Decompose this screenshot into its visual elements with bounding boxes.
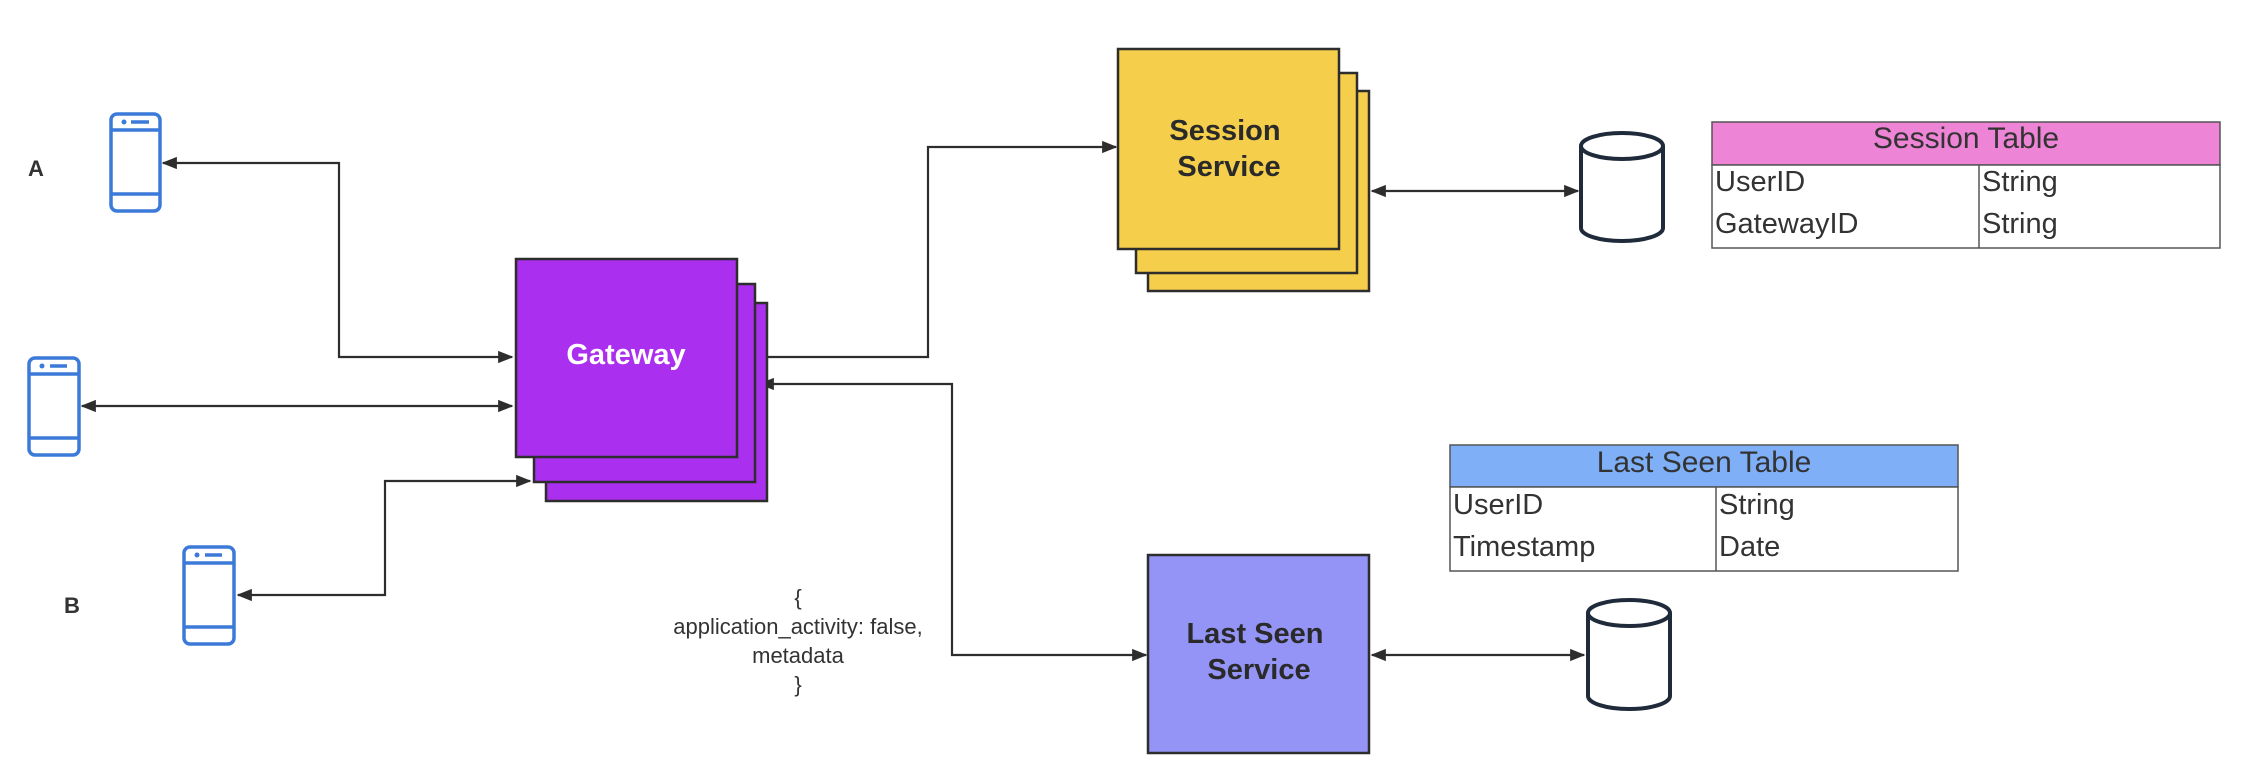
phone-icon xyxy=(109,112,162,213)
session-table-type: String xyxy=(1982,166,2058,198)
payload-note: { application_activity: false, metadata … xyxy=(673,585,922,697)
payload-note-line1: { xyxy=(794,585,801,610)
last-seen-table-type: String xyxy=(1719,489,1795,521)
connectors xyxy=(80,140,1586,662)
session-table-title: Session Table xyxy=(1873,122,2059,155)
last-seen-table-field: UserID xyxy=(1453,489,1543,521)
connector-gateway-phone-b xyxy=(236,474,532,602)
phone-b xyxy=(182,545,236,646)
last-seen-service-title-line2: Service xyxy=(1207,654,1310,686)
last-seen-service-node xyxy=(1146,553,1371,755)
session-table-type: String xyxy=(1982,208,2058,240)
session-service-title-line1: Session xyxy=(1169,115,1280,147)
payload-note-line4: } xyxy=(794,672,801,697)
phone-a xyxy=(109,112,162,213)
session-db xyxy=(1579,131,1665,243)
last-seen-service-title-line1: Last Seen xyxy=(1186,618,1323,650)
client-a-label: A xyxy=(28,156,44,181)
last-seen-table-type: Date xyxy=(1719,531,1780,563)
session-table-field: GatewayID xyxy=(1715,208,1858,240)
last-seen-db xyxy=(1586,598,1672,711)
last-seen-table-field: Timestamp xyxy=(1453,531,1595,563)
phone-icon xyxy=(182,545,236,646)
session-table: Session Table UserID String GatewayID St… xyxy=(1711,121,2221,249)
connector-gateway-last-seen-service xyxy=(758,377,1148,662)
database-icon xyxy=(1579,146,1665,243)
payload-note-line2: application_activity: false, xyxy=(673,614,922,639)
database-icon xyxy=(1586,613,1672,711)
last-seen-table-title: Last Seen Table xyxy=(1597,446,1812,479)
last-seen-service-title: Last Seen Service xyxy=(1186,618,1331,686)
session-service-title-line2: Service xyxy=(1177,151,1280,183)
session-service-node xyxy=(1116,47,1371,293)
session-table-field: UserID xyxy=(1715,166,1805,198)
phone-middle xyxy=(27,356,81,457)
session-table-header xyxy=(1711,121,2221,166)
client-b-label: B xyxy=(64,593,80,618)
gateway-title: Gateway xyxy=(566,339,685,371)
last-seen-table: Last Seen Table UserID String Timestamp … xyxy=(1449,444,1959,572)
connector-gateway-session-service xyxy=(740,140,1118,364)
connector-gateway-phone-a xyxy=(161,156,514,364)
gateway-node xyxy=(514,257,769,503)
last-seen-table-header xyxy=(1449,444,1959,488)
payload-note-line3: metadata xyxy=(752,643,844,668)
phone-icon xyxy=(27,356,81,457)
session-service-title: Session Service xyxy=(1169,115,1288,183)
